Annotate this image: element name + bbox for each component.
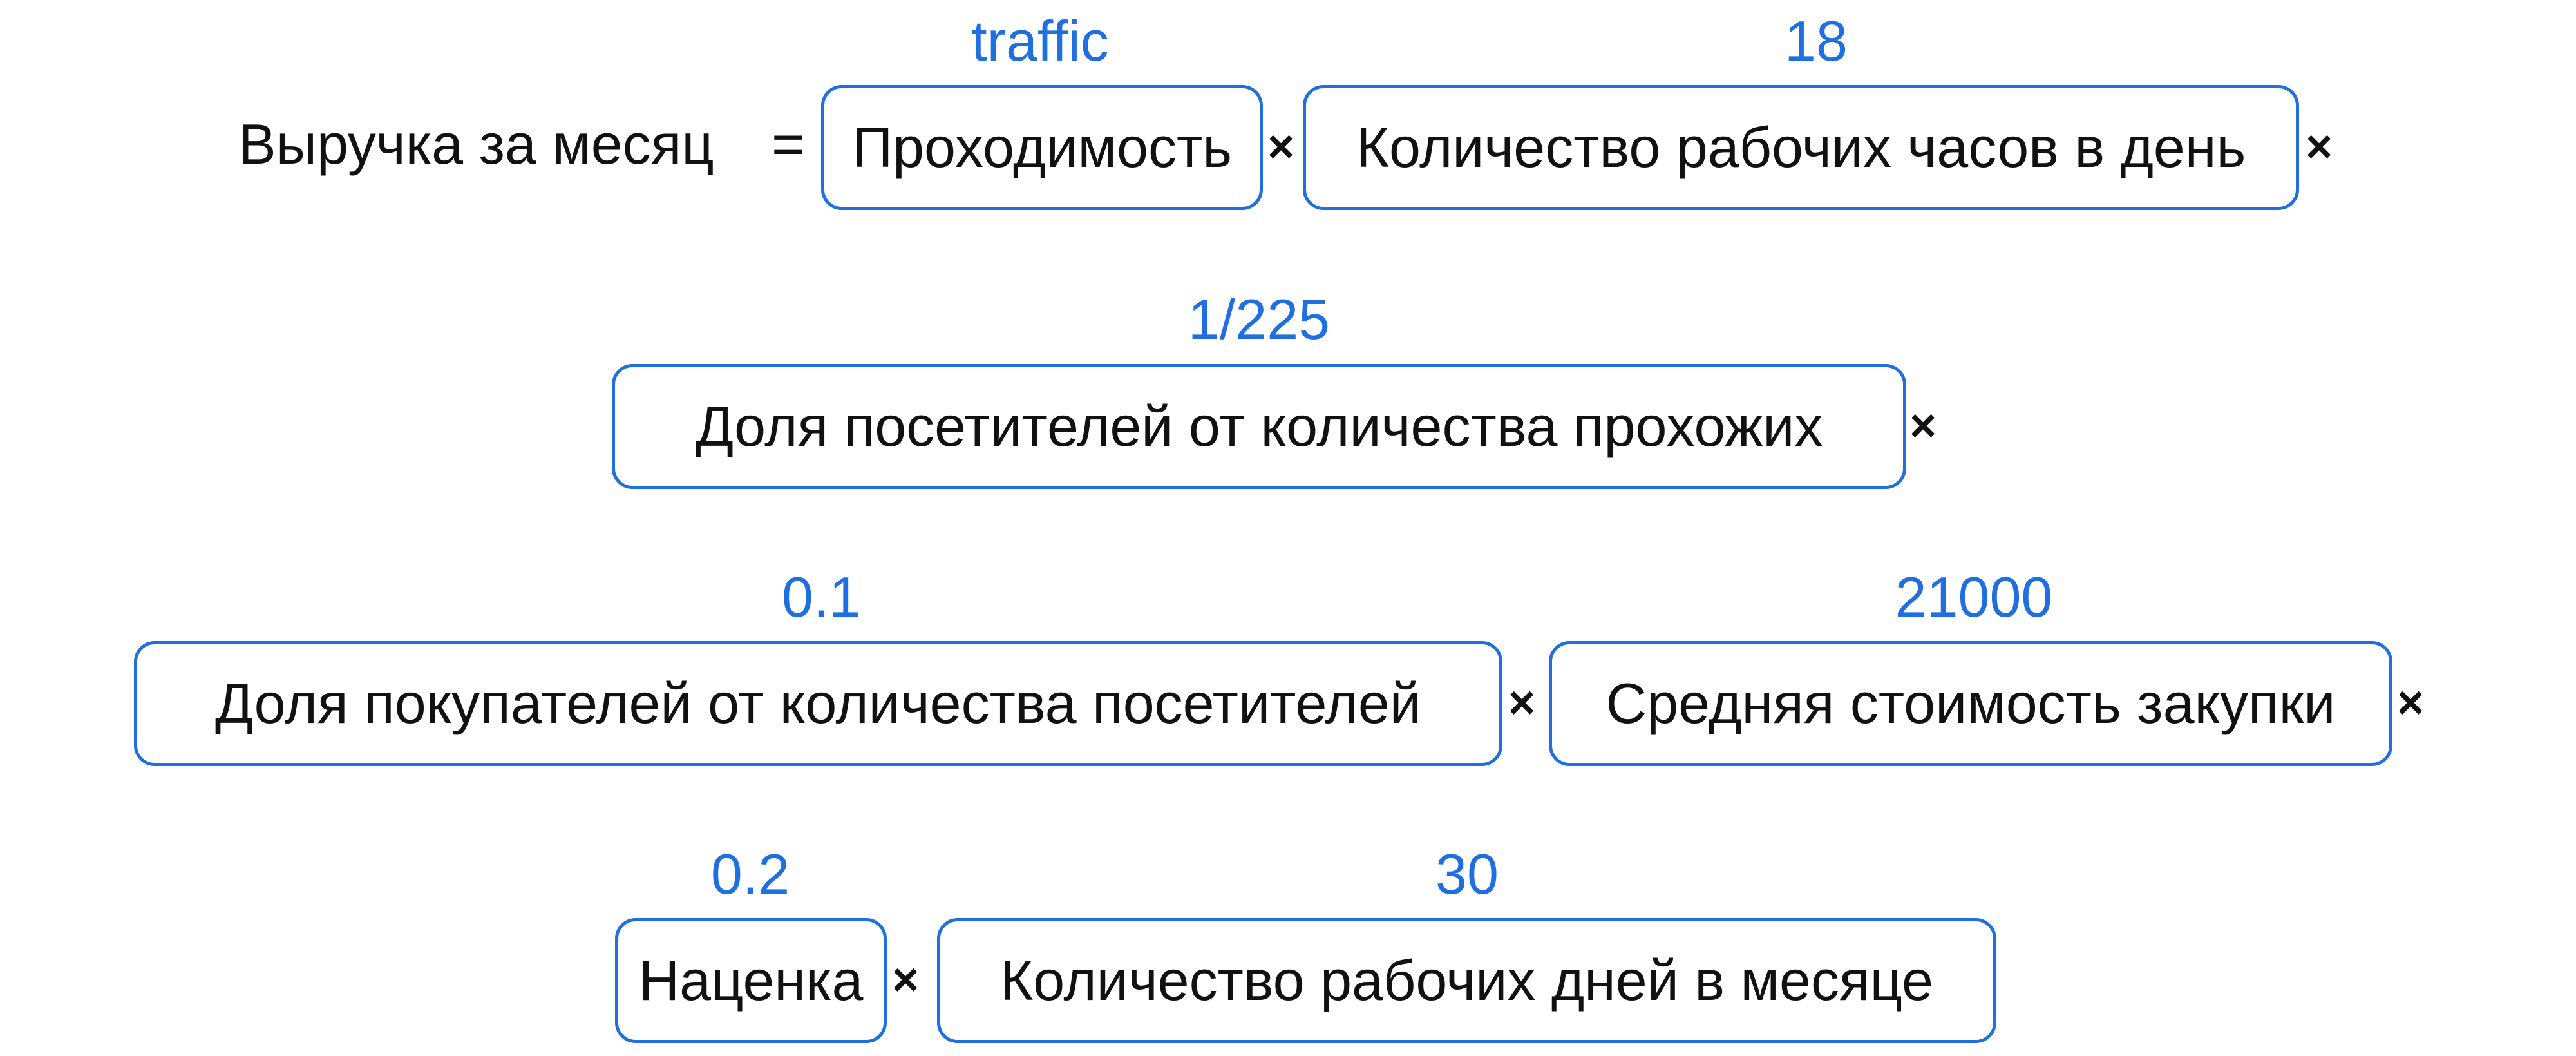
factor-label: Наценка [638,948,864,1012]
multiply-sign: × [1508,677,1536,729]
factor-box: Количество рабочих дней в месяце [937,918,1996,1043]
factor-box: Средняя стоимость закупки [1549,641,2392,766]
factor-label: Количество рабочих дней в месяце [1000,948,1933,1012]
factor-box: Наценка [615,918,887,1043]
factor-value: 1/225 [1188,287,1331,351]
multiply-sign: × [2397,677,2425,729]
multiply-sign: × [1909,400,1937,452]
factor-label: Средняя стоимость закупки [1605,671,2336,735]
multiply-sign: × [1267,121,1295,173]
factor-label: Проходимость [851,115,1233,179]
factor-box: Доля покупателей от количества посетител… [134,641,1502,766]
factor-value: 0.1 [781,565,861,629]
factor-box: Доля посетителей от количества прохожих [612,364,1906,489]
factor-label: Количество рабочих часов в день [1356,115,2246,179]
factor-value: 0.2 [710,842,790,906]
factor-value: 21000 [1895,565,2053,629]
factor-box: Количество рабочих часов в день [1303,85,2299,210]
multiply-sign: × [892,954,920,1006]
factor-box: Проходимость [821,85,1263,210]
equals-sign: = [772,112,805,176]
factor-label: Доля покупателей от количества посетител… [215,671,1421,735]
multiply-sign: × [2306,121,2333,173]
factor-value: traffic [971,9,1109,73]
factor-value: 30 [1435,842,1499,906]
formula-lhs: Выручка за месяц [238,112,714,176]
factor-value: 18 [1785,9,1848,73]
factor-label: Доля посетителей от количества прохожих [695,394,1823,458]
